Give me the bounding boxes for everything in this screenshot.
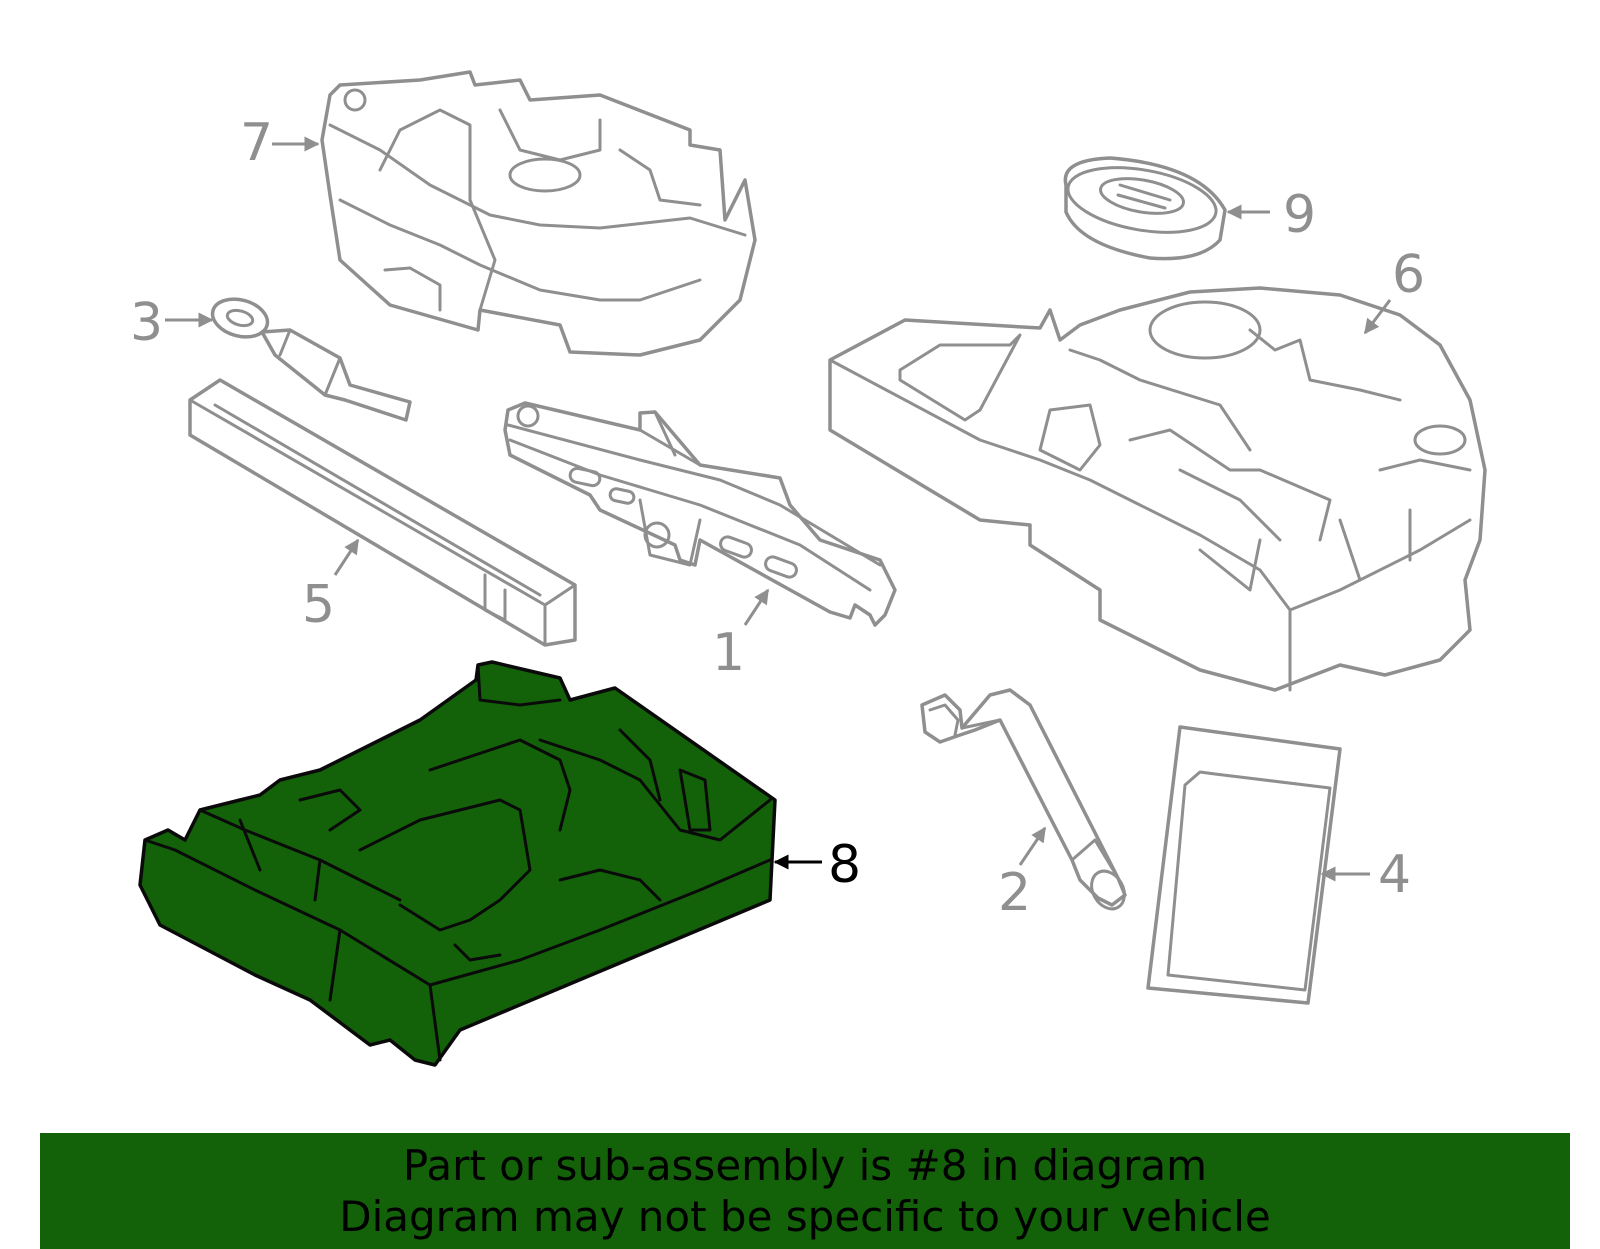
callout-5[interactable]: 5	[302, 575, 335, 635]
part-4-manual[interactable]	[1146, 725, 1342, 1005]
callout-4[interactable]: 4	[1378, 845, 1411, 905]
callout-1-arrow	[743, 588, 770, 626]
callout-8[interactable]: 8	[828, 835, 861, 895]
part-3-eye-bolt[interactable]	[208, 293, 412, 422]
callout-7[interactable]: 7	[240, 113, 273, 173]
banner-line-2: Diagram may not be specific to your vehi…	[339, 1192, 1271, 1241]
part-5-bar[interactable]	[188, 378, 577, 647]
part-2-lug-wrench[interactable]	[920, 688, 1131, 915]
part-8-lower-foam-tray[interactable]	[138, 660, 777, 1067]
callout-2-arrow	[1018, 826, 1047, 866]
part-7-upper-foam-tray[interactable]	[320, 70, 757, 357]
banner-line-1: Part or sub-assembly is #8 in diagram	[402, 1141, 1208, 1190]
part-1-jack[interactable]	[503, 401, 897, 627]
callout-1[interactable]: 1	[712, 623, 745, 683]
callout-3[interactable]: 3	[130, 293, 163, 353]
info-banner: Part or sub-assembly is #8 in diagram Di…	[40, 1133, 1570, 1249]
callout-6-arrow	[1363, 299, 1392, 335]
callout-2[interactable]: 2	[998, 863, 1031, 923]
callout-9[interactable]: 9	[1283, 185, 1316, 245]
part-6-storage-tray[interactable]	[828, 286, 1487, 692]
callout-6[interactable]: 6	[1392, 245, 1425, 305]
callout-5-arrow	[333, 538, 360, 576]
part-9-cap[interactable]	[1063, 156, 1227, 261]
